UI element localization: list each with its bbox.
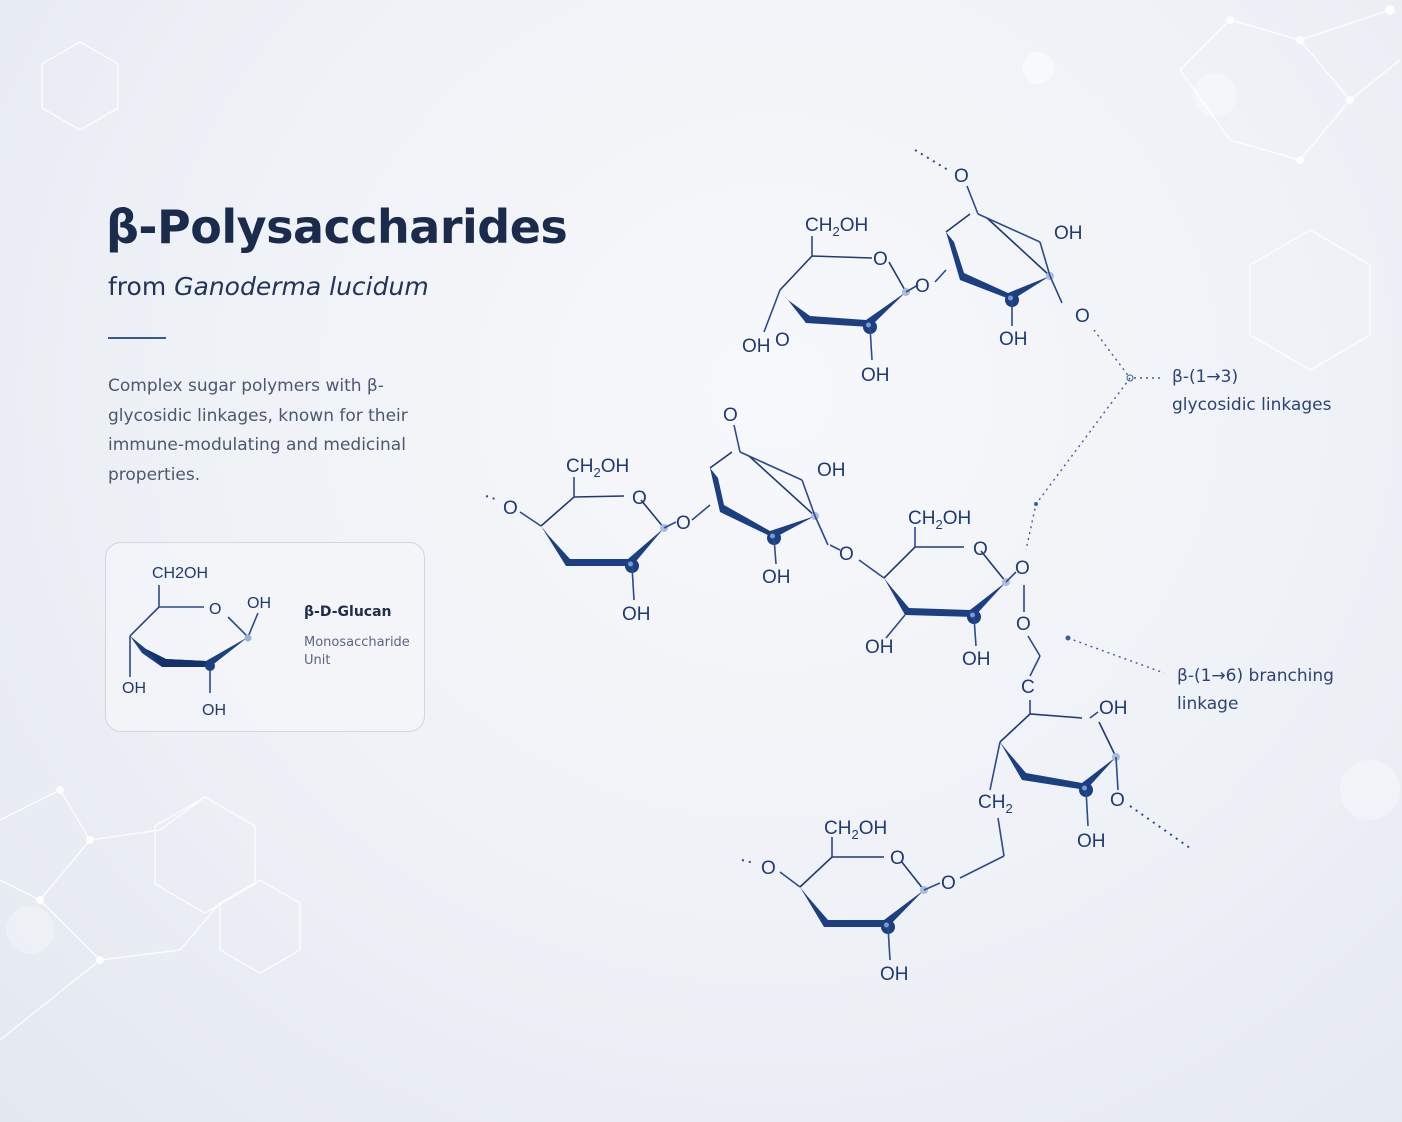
- ring3-ch2oh: CH2OH: [566, 456, 629, 480]
- ring6-o-right: O: [1110, 790, 1125, 811]
- beta13-label-line1: β-(1→3): [1172, 367, 1238, 387]
- ring-4: [709, 451, 819, 545]
- subtitle-prefix: from: [108, 272, 175, 301]
- link-o-1: O: [915, 276, 930, 297]
- ring3-o: O: [632, 488, 647, 509]
- beta13-label-line2: glycosidic linkages: [1172, 395, 1332, 415]
- link-c: C: [1021, 677, 1035, 698]
- anomeric-oh-label: OH: [247, 595, 271, 612]
- ring-5: [883, 546, 1010, 624]
- beta16-label-line1: β-(1→6) branching: [1177, 666, 1334, 686]
- ring1-ch2oh: CH2OH: [805, 215, 868, 239]
- ring3-oh-bottom: OH: [622, 604, 651, 625]
- ring5-oh-bottom: OH: [865, 637, 894, 658]
- page-subtitle: from Ganoderma lucidum: [108, 272, 429, 301]
- description-text: Complex sugar polymers with β-glycosidic…: [108, 376, 408, 485]
- glucose-ring-diagram: CH2OH O OH OH OH: [122, 565, 271, 719]
- ring6-oh-right: OH: [1099, 698, 1128, 719]
- ring7-oh-bottom: OH: [880, 964, 909, 985]
- ring5-oh-right: OH: [962, 649, 991, 670]
- ring7-o: O: [890, 848, 905, 869]
- beta16-label-line2: linkage: [1177, 694, 1238, 714]
- ring3-o-left: O: [503, 498, 518, 519]
- ring4-o-top: O: [723, 405, 738, 426]
- ring1-oh-left: OH: [742, 336, 771, 357]
- ring7-o-left: O: [761, 858, 776, 879]
- ring5-ch2oh: CH2OH: [908, 508, 971, 532]
- monomer-caption: Monosaccharide Unit: [304, 635, 410, 668]
- ring7-ch2oh: CH2OH: [824, 818, 887, 842]
- annotation-leaders: [1025, 329, 1165, 674]
- page-title: β-Polysaccharides: [106, 200, 568, 254]
- ring2-o-right: O: [1075, 306, 1090, 327]
- ring-1: [779, 255, 910, 334]
- ring-oxygen-label: O: [209, 601, 221, 618]
- ring4-oh-bottom: OH: [762, 567, 791, 588]
- monomer-card: CH2OH O OH OH OH β-D-Glucan Monosacchari…: [105, 542, 425, 732]
- monomer-name: β-D-Glucan: [304, 604, 392, 620]
- c4-oh-label: OH: [122, 680, 146, 697]
- ch2oh-label: CH2OH: [152, 565, 208, 582]
- link-o-3: O: [839, 544, 854, 565]
- ring5-o: O: [973, 539, 988, 560]
- link-o-5: O: [1016, 614, 1031, 635]
- ring-6: [999, 713, 1120, 797]
- link-o-6: O: [941, 873, 956, 894]
- ring-3: [540, 495, 668, 573]
- ring1-oh-bottom: OH: [861, 365, 890, 386]
- ring6-oh-bottom: OH: [1077, 831, 1106, 852]
- ring6-ch2: CH2: [978, 792, 1013, 816]
- title-divider: [108, 337, 166, 339]
- species-name: Ganoderma lucidum: [174, 272, 429, 301]
- ring-2: [945, 213, 1054, 307]
- ring2-o-top: O: [954, 166, 969, 187]
- link-o-4: O: [1015, 558, 1030, 579]
- ring2-oh-bottom: OH: [999, 329, 1028, 350]
- ring2-oh-right: OH: [1054, 223, 1083, 244]
- ring-7: [799, 856, 928, 934]
- ring1-o-left: O: [775, 330, 790, 351]
- annotation-markers: [1034, 374, 1134, 641]
- ring4-oh-right: OH: [817, 460, 846, 481]
- ring1-o: O: [873, 249, 888, 270]
- link-o-2: O: [676, 513, 691, 534]
- c3-oh-label: OH: [202, 702, 226, 719]
